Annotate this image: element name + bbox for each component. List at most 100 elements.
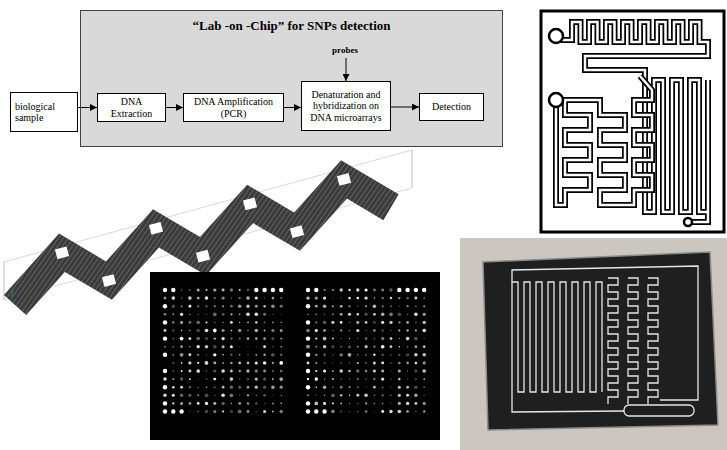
spot bbox=[239, 314, 240, 315]
spot bbox=[332, 378, 334, 380]
spot bbox=[214, 297, 216, 299]
spot bbox=[230, 386, 233, 389]
spot bbox=[263, 313, 266, 316]
spot bbox=[397, 288, 401, 292]
spot bbox=[280, 305, 283, 308]
spot bbox=[264, 403, 265, 404]
spot bbox=[324, 379, 325, 380]
spot bbox=[332, 402, 334, 404]
spot bbox=[280, 346, 282, 348]
photo-serpentine bbox=[512, 282, 602, 398]
spot bbox=[180, 353, 184, 357]
spot bbox=[205, 296, 209, 300]
probe-arrow bbox=[346, 58, 347, 81]
spot bbox=[198, 314, 199, 315]
spot bbox=[213, 353, 216, 356]
spot bbox=[272, 402, 274, 404]
spot bbox=[163, 409, 167, 413]
spot bbox=[255, 361, 258, 364]
spot bbox=[365, 345, 368, 348]
spot bbox=[247, 402, 250, 405]
spot bbox=[163, 288, 167, 292]
spot bbox=[398, 362, 401, 365]
spot bbox=[373, 304, 376, 307]
spot bbox=[163, 336, 167, 340]
spot bbox=[306, 409, 310, 413]
spot bbox=[221, 369, 225, 373]
spot bbox=[189, 314, 190, 315]
spot bbox=[357, 354, 358, 355]
spot bbox=[398, 321, 401, 324]
spot bbox=[263, 305, 265, 307]
spot bbox=[272, 378, 274, 380]
spot bbox=[247, 289, 250, 292]
spot bbox=[389, 288, 392, 291]
spot bbox=[406, 297, 408, 299]
spot bbox=[172, 329, 174, 331]
process-box: Detection bbox=[419, 93, 484, 121]
spot bbox=[239, 354, 241, 356]
spot bbox=[323, 329, 326, 332]
spot bbox=[406, 402, 409, 405]
spot bbox=[422, 321, 425, 324]
spot bbox=[365, 370, 367, 372]
spot bbox=[281, 314, 282, 315]
spot bbox=[332, 298, 333, 299]
spot bbox=[340, 321, 343, 324]
spot bbox=[164, 346, 166, 348]
spot bbox=[398, 354, 400, 356]
flow-arrow bbox=[166, 107, 183, 108]
spot bbox=[357, 403, 358, 404]
spot bbox=[272, 314, 273, 315]
spot bbox=[163, 320, 167, 324]
spot bbox=[222, 345, 225, 348]
spot bbox=[414, 385, 418, 389]
spot bbox=[247, 354, 248, 355]
spot bbox=[263, 378, 266, 381]
spot bbox=[414, 313, 417, 316]
spot bbox=[180, 337, 184, 341]
spot bbox=[262, 288, 266, 292]
flow-arrow bbox=[391, 107, 419, 108]
spot bbox=[323, 402, 326, 405]
spot bbox=[373, 369, 376, 372]
microarray-image bbox=[150, 272, 440, 440]
input-label: probes bbox=[325, 45, 365, 55]
spot bbox=[179, 409, 183, 413]
spot bbox=[272, 297, 275, 300]
spot bbox=[398, 297, 400, 299]
channel-inner bbox=[556, 22, 708, 222]
spot bbox=[222, 289, 225, 292]
spot bbox=[414, 297, 417, 300]
spot bbox=[332, 289, 334, 291]
spot bbox=[172, 394, 175, 397]
spot bbox=[315, 362, 317, 364]
spot bbox=[390, 354, 391, 355]
spot bbox=[188, 353, 191, 356]
spot bbox=[382, 354, 384, 356]
spot bbox=[331, 393, 335, 397]
spot bbox=[247, 337, 250, 340]
spot bbox=[389, 410, 392, 413]
spot bbox=[172, 354, 174, 356]
spot bbox=[373, 329, 376, 332]
spot bbox=[357, 313, 359, 315]
spot bbox=[205, 305, 207, 307]
spot bbox=[230, 410, 233, 413]
spot bbox=[205, 321, 207, 323]
spot bbox=[247, 378, 250, 381]
spot bbox=[315, 377, 319, 381]
spot bbox=[324, 395, 325, 396]
spot bbox=[271, 337, 274, 340]
spot bbox=[373, 321, 376, 324]
spot bbox=[341, 346, 342, 347]
spot bbox=[424, 395, 425, 396]
spot bbox=[255, 337, 258, 340]
spot bbox=[205, 337, 208, 340]
spot bbox=[331, 410, 335, 414]
spot bbox=[238, 329, 241, 332]
spot bbox=[172, 313, 174, 315]
spot bbox=[339, 288, 342, 291]
spot bbox=[390, 370, 391, 371]
spot bbox=[281, 322, 282, 323]
